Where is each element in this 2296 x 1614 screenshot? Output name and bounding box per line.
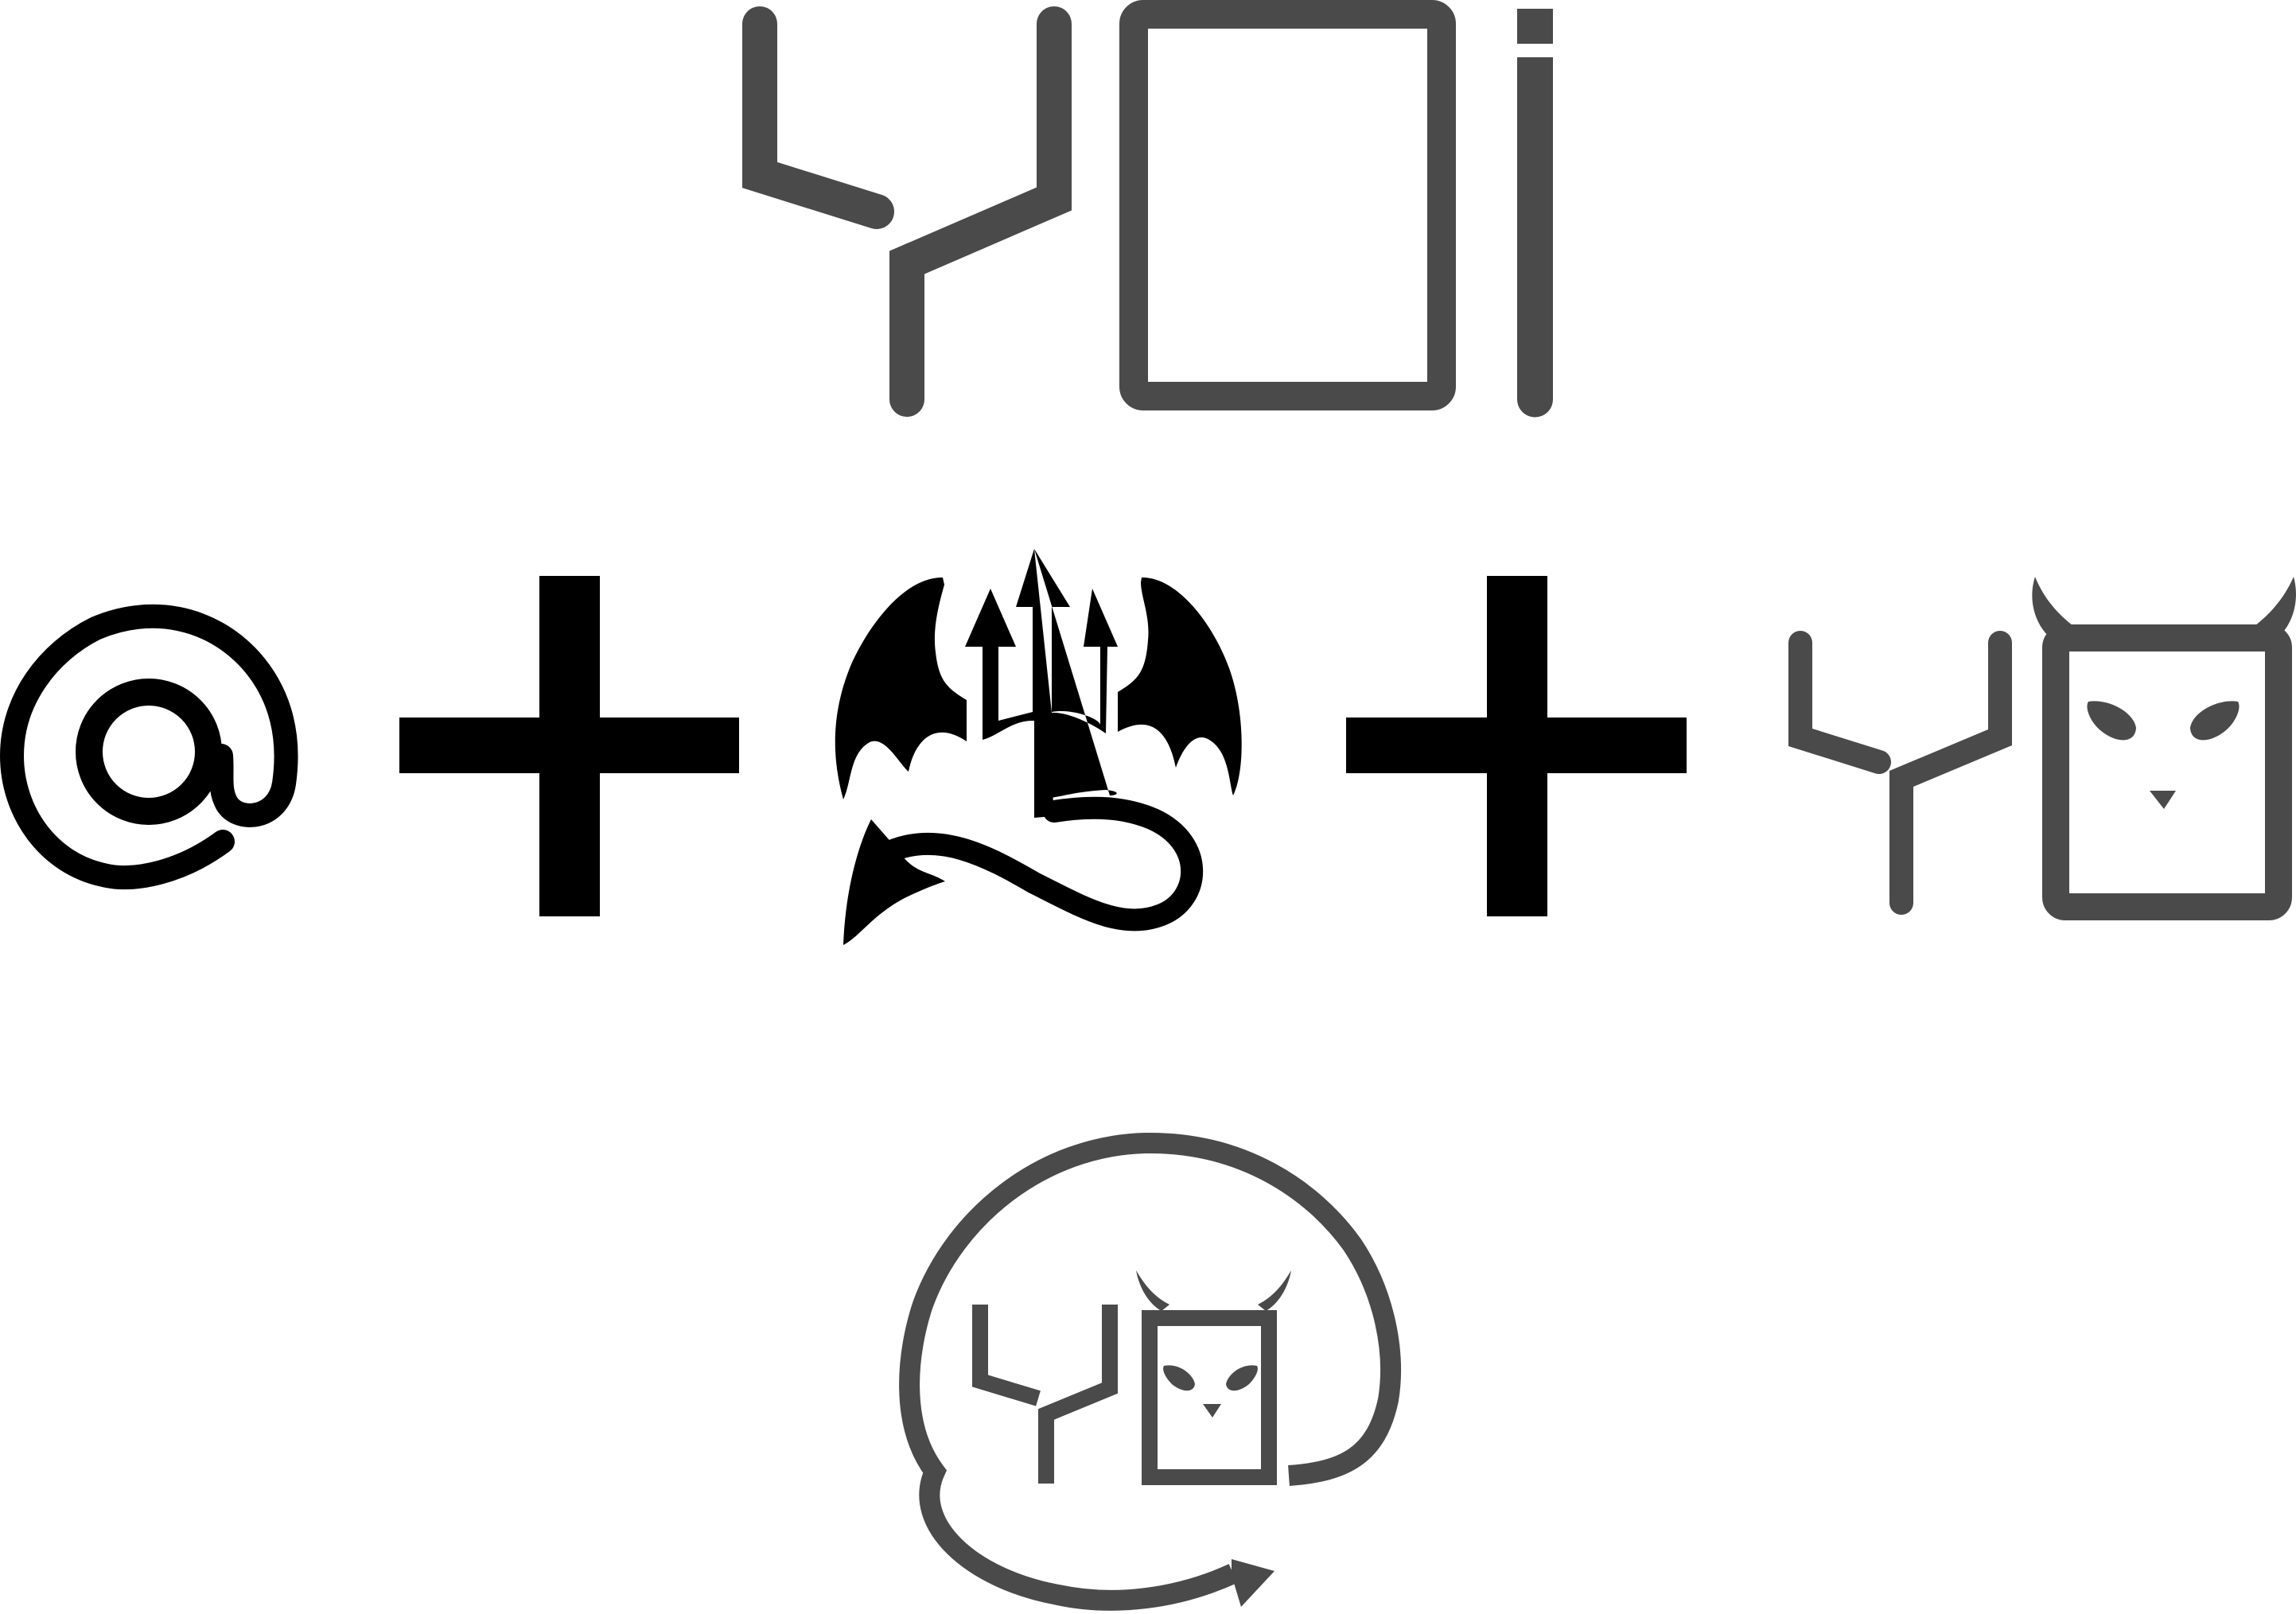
yo-devil-circle-logo-icon <box>899 1132 1401 1611</box>
plus-icon <box>1346 576 1687 916</box>
equation-row <box>0 549 2296 945</box>
y-letter-icon <box>742 6 1072 417</box>
yoi-wordmark <box>742 0 1553 418</box>
at-sign-icon <box>0 604 298 889</box>
devil-trident-icon <box>835 549 1242 945</box>
yo-devil-logo-icon <box>1788 577 2296 920</box>
o-square-letter-icon <box>1119 0 1456 410</box>
i-letter-icon <box>1517 9 1553 418</box>
plus-icon <box>399 576 739 916</box>
